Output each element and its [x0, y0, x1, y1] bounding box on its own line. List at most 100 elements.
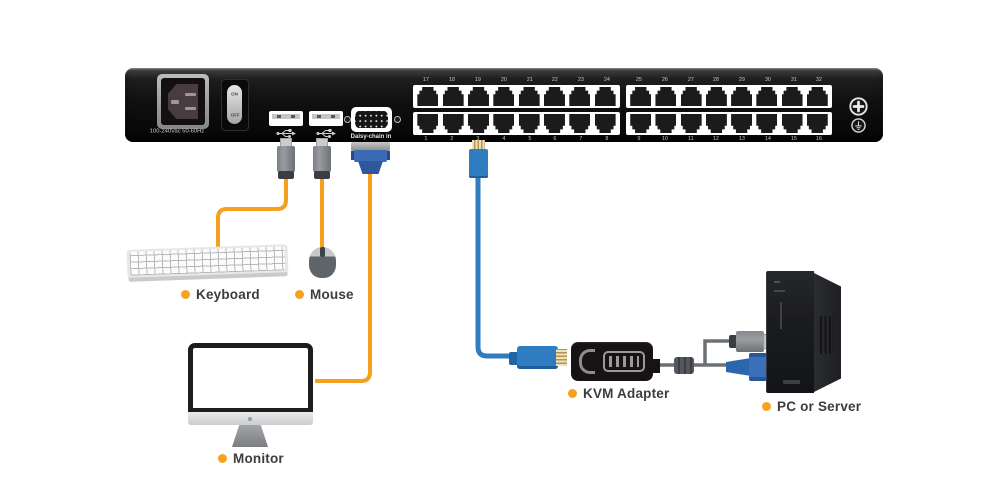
power-on-label: ON [231, 91, 238, 97]
port-number: 23 [578, 76, 585, 83]
rj45-jack [681, 114, 702, 133]
monitor-logo-dot [248, 417, 252, 421]
usb-plug-body [313, 146, 331, 172]
port-number: 24 [604, 76, 611, 83]
adapter-socket-graphic [579, 349, 595, 374]
port-number: 31 [790, 76, 797, 83]
rj45-jack [781, 87, 803, 106]
port-number: 2 [450, 135, 454, 142]
vga-jackscrew-hole [394, 116, 401, 123]
rj45-jack [569, 114, 590, 133]
adapter-cable-stub [651, 359, 660, 373]
rj45-plug-to-adapter [517, 346, 558, 369]
power-inlet-contact-face [168, 84, 198, 119]
usb-port-1 [269, 111, 303, 126]
keyboard-cable [216, 172, 288, 248]
pc-front-slot [780, 302, 782, 329]
pc-vent-grille [820, 316, 834, 354]
ground-icon [851, 118, 866, 133]
vga-plug-daisy-chain [351, 142, 390, 175]
daisy-chain-vga-port [351, 107, 392, 132]
port-number: 18 [448, 76, 455, 83]
usb-plug-body [277, 146, 295, 172]
rj45-jack [731, 114, 752, 133]
rj45-port-strip [413, 112, 620, 135]
usb-plug-cap [729, 335, 738, 348]
label-bullet [218, 453, 227, 463]
kvm-adapter-body [571, 342, 653, 381]
vga-plug-shell [354, 150, 387, 162]
rj45-plug-contacts [472, 140, 485, 151]
power-inlet-cavity [161, 78, 205, 125]
rj45-cable-collar [509, 352, 519, 365]
power-rating-label: 100-240Vac 50-60Hz [149, 128, 205, 135]
monitor-stand [232, 425, 268, 447]
port-number: 15 [790, 135, 797, 142]
vga-plug-shell [749, 353, 771, 381]
rj45-jack [630, 114, 651, 133]
pc-drive-led [774, 290, 785, 292]
cat5-cable [475, 172, 518, 359]
port-number: 20 [500, 76, 507, 83]
rj45-jack [594, 87, 616, 106]
rj45-plug-body [469, 149, 488, 178]
port-number: 17 [422, 76, 429, 83]
vga-thumbscrew [351, 151, 355, 160]
port-number: 19 [474, 76, 481, 83]
port-number: 32 [816, 76, 823, 83]
mouse-label: Mouse [295, 287, 354, 302]
port-number: 25 [635, 76, 642, 83]
rj45-jack [443, 114, 464, 133]
port-number: 8 [605, 135, 609, 142]
rj45-plug-port3 [469, 140, 488, 178]
port-number: 5 [527, 135, 531, 142]
port-number: 9 [637, 135, 641, 142]
usb-plug-keyboard [276, 138, 296, 180]
rj45-jack [782, 114, 803, 133]
rj45-jack [468, 114, 489, 133]
adapter-connector-graphic [603, 351, 645, 372]
port-number: 30 [764, 76, 771, 83]
rj45-jack [417, 87, 439, 106]
port-number: 12 [713, 135, 720, 142]
rj45-jack [569, 87, 591, 106]
vga-plug-hood [358, 161, 383, 174]
rj45-jack [595, 114, 616, 133]
port-number: 27 [687, 76, 694, 83]
port-number: 1 [424, 135, 428, 142]
label-text: PC or Server [777, 398, 862, 414]
label-bullet [568, 388, 577, 398]
rj45-jack [807, 114, 828, 133]
rj45-jack [806, 87, 828, 106]
monitor-chin [188, 412, 313, 425]
rj45-jack [655, 87, 677, 106]
monitor-screen [188, 343, 313, 413]
pc-tower-front [766, 271, 814, 393]
monitor-label: Monitor [218, 451, 284, 466]
rj45-jack [543, 87, 565, 106]
rj45-jack [756, 114, 777, 133]
port-number: 7 [579, 135, 583, 142]
rj45-jack [705, 87, 727, 106]
rj45-jack [706, 114, 727, 133]
rj45-jack [417, 114, 438, 133]
usb-plug-cap [314, 171, 330, 179]
power-switch: ON OFF [221, 79, 249, 131]
rj45-jack [544, 114, 565, 133]
port-number: 28 [713, 76, 720, 83]
vga-thumbscrew [386, 151, 390, 160]
label-text: Keyboard [196, 286, 260, 302]
mouse-scroll-wheel [320, 247, 325, 257]
usb-port-2 [309, 111, 343, 126]
port-number: 13 [738, 135, 745, 142]
label-bullet [762, 401, 771, 411]
rj45-jack [731, 87, 753, 106]
port-number: 11 [687, 135, 694, 142]
power-inlet-c14 [157, 74, 209, 129]
port-number: 10 [661, 135, 668, 142]
usb-icon [316, 129, 336, 138]
usb-plug-cap [278, 171, 294, 179]
